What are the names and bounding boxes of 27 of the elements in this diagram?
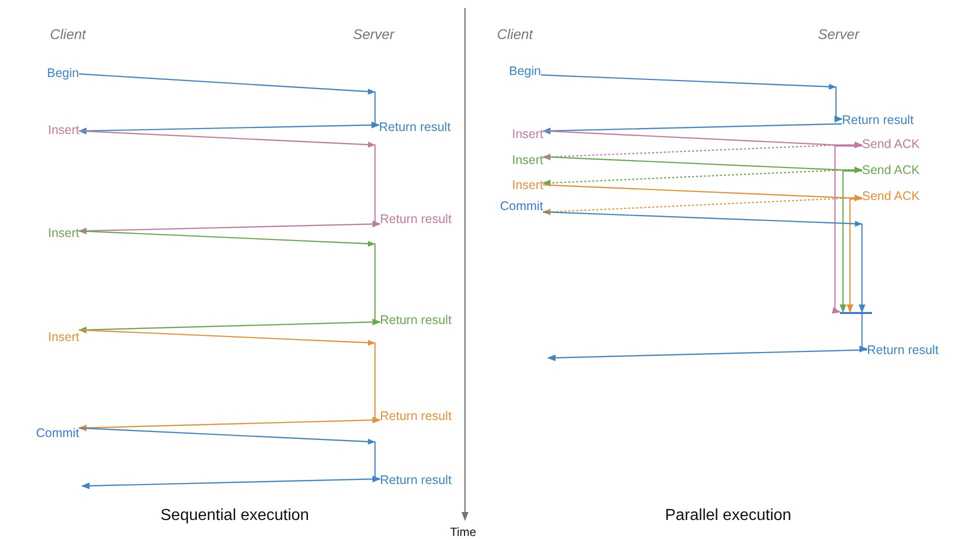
message-label: Begin bbox=[509, 64, 541, 78]
lane-heading: Client bbox=[497, 26, 533, 42]
message-label: Insert bbox=[48, 226, 80, 240]
message-label: Return result bbox=[380, 312, 452, 328]
message-label: Insert bbox=[512, 152, 544, 168]
message-label: Insert bbox=[512, 178, 544, 192]
message-label: Return result bbox=[380, 472, 452, 488]
lane-heading: Client bbox=[50, 26, 86, 42]
message-label: Insert bbox=[48, 330, 80, 344]
message-label: Send ACK bbox=[862, 162, 920, 178]
message-label: Send ACK bbox=[862, 188, 920, 204]
message-label: Send ACK bbox=[862, 136, 920, 152]
message-label: Return result bbox=[380, 408, 452, 424]
message-label: Return result bbox=[842, 112, 914, 128]
message-label: Return result bbox=[379, 120, 451, 134]
axis-label: Time bbox=[450, 524, 476, 540]
lane-heading: Server bbox=[818, 26, 860, 42]
message-label: Return result bbox=[867, 342, 939, 358]
panel-caption: Parallel execution bbox=[665, 506, 792, 524]
message-label: Begin bbox=[47, 66, 79, 80]
message-label: Insert bbox=[512, 126, 544, 142]
message-label: Commit bbox=[500, 198, 544, 214]
message-label: Insert bbox=[48, 122, 80, 138]
message-label: Commit bbox=[36, 426, 80, 440]
message-label: Return result bbox=[380, 212, 452, 226]
panel-caption: Sequential execution bbox=[160, 506, 310, 524]
lane-heading: Server bbox=[353, 26, 394, 42]
